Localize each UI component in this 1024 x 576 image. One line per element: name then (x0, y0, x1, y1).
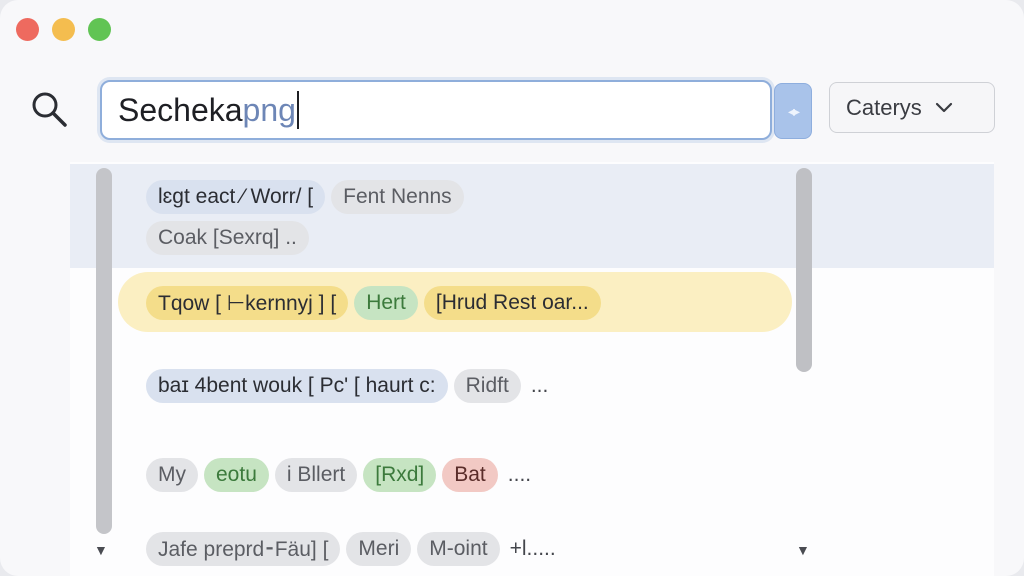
chevron-down-icon (935, 102, 952, 112)
scroll-down-arrow-icon[interactable]: ▼ (94, 542, 108, 558)
search-icon (32, 92, 67, 127)
result-item[interactable]: My eotu i Bllert [Rxd] Bat .... (146, 458, 531, 492)
right-scrollbar-thumb[interactable] (796, 168, 812, 372)
result-chip: Jafe preprd⁃Fäu] [ (146, 532, 341, 566)
search-autocomplete-hint: png (242, 91, 296, 128)
result-chip: My (146, 458, 198, 492)
result-chip: i Bllert (274, 458, 358, 492)
search-typed-text: Secheka (118, 91, 243, 128)
result-chip: baɪ 4bent wouk [ Pc' [ haurt c: (146, 369, 448, 403)
result-chip: Meri (346, 532, 412, 566)
result-chip: Ridft (453, 369, 521, 403)
window-controls (16, 18, 111, 41)
result-item[interactable]: Coak [Sexrq] .. (146, 221, 309, 255)
result-chip: eotu (204, 458, 269, 492)
result-item[interactable]: lɛgt eact ⁄ Worr/ [ Fent Nenns (146, 180, 464, 214)
result-item[interactable]: Jafe preprd⁃Fäu] [ Meri M-oint +l..... (146, 532, 556, 566)
result-more-indicator: .... (507, 463, 532, 486)
result-chip: Tqow [ ⊢kernnyj ] [ (146, 286, 349, 320)
sort-toggle-button[interactable]: ◂▸ (774, 83, 812, 139)
result-item-highlighted[interactable]: Tqow [ ⊢kernnyj ] [ Hert [Hrud Rest oar.… (146, 286, 601, 320)
result-more-indicator: +l..... (509, 537, 556, 560)
category-dropdown[interactable]: Caterys (829, 82, 995, 133)
result-chip: [Hrud Rest oar... (423, 286, 601, 320)
result-chip: [Rxd] (363, 458, 437, 492)
minimize-window-button[interactable] (52, 18, 75, 41)
close-window-button[interactable] (16, 18, 39, 41)
swap-arrows-icon: ◂▸ (787, 102, 800, 119)
result-chip: Coak [Sexrq] .. (146, 221, 309, 255)
result-item[interactable]: baɪ 4bent wouk [ Pc' [ haurt c: Ridft ..… (146, 369, 548, 403)
result-chip: Hert (354, 286, 418, 320)
category-dropdown-label: Caterys (846, 94, 922, 120)
result-chip: Fent Nenns (331, 180, 464, 214)
text-caret (296, 91, 299, 129)
result-chip: lɛgt eact ⁄ Worr/ [ (146, 180, 326, 214)
result-chip: M-oint (417, 532, 500, 566)
left-scrollbar[interactable] (96, 168, 112, 534)
scroll-down-arrow-icon[interactable]: ▼ (796, 542, 810, 558)
maximize-window-button[interactable] (88, 18, 111, 41)
result-chip: Bat (442, 458, 498, 492)
result-more-indicator: ... (530, 374, 549, 397)
